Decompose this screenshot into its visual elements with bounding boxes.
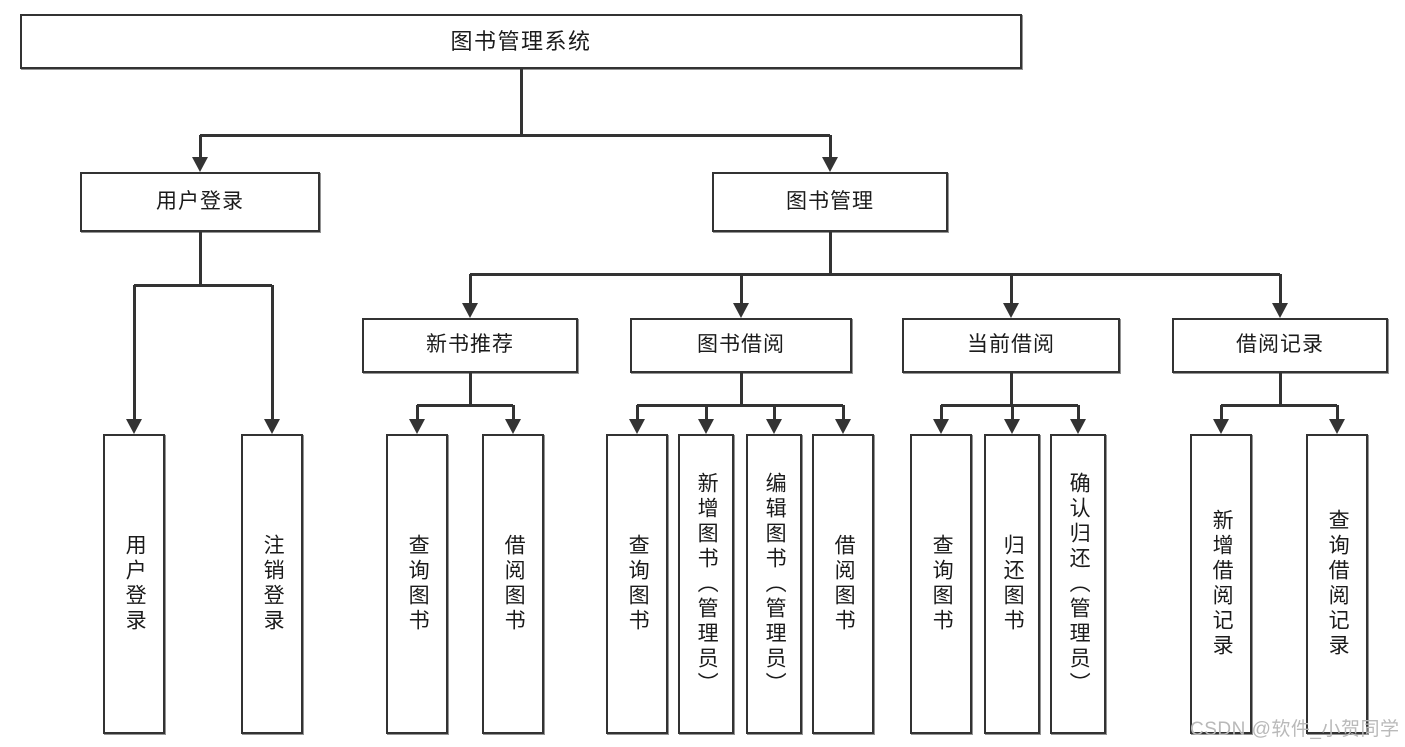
leaf-label: 新增借阅记录 xyxy=(1210,509,1234,659)
node-book-borrow[interactable]: 图书借阅 xyxy=(630,318,852,373)
leaf-query-books-current[interactable]: 查询图书 xyxy=(910,434,972,734)
leaf-label: 编辑图书（管理员） xyxy=(763,471,787,697)
connector-line xyxy=(1278,274,1282,303)
arrowhead-icon xyxy=(629,419,645,434)
connector-line xyxy=(1219,405,1223,419)
connector-line xyxy=(468,373,472,405)
connector-line xyxy=(1076,405,1080,419)
node-root-book-management-system[interactable]: 图书管理系统 xyxy=(20,14,1022,69)
arrowhead-icon xyxy=(822,157,838,172)
arrowhead-icon xyxy=(192,157,208,172)
leaf-label: 查询图书 xyxy=(930,534,954,634)
leaf-logout[interactable]: 注销登录 xyxy=(241,434,303,734)
connector-line xyxy=(1010,405,1014,419)
leaf-query-books-recommend[interactable]: 查询图书 xyxy=(386,434,448,734)
connector-line xyxy=(468,274,472,303)
arrowhead-icon xyxy=(1329,419,1345,434)
leaf-confirm-return-admin[interactable]: 确认归还（管理员） xyxy=(1050,434,1106,734)
connector-line xyxy=(1278,373,1282,405)
connector-line xyxy=(270,285,274,419)
connector-line xyxy=(739,274,743,303)
connector-line xyxy=(198,135,202,157)
arrowhead-icon xyxy=(933,419,949,434)
arrowhead-icon xyxy=(505,419,521,434)
leaf-return-books[interactable]: 归还图书 xyxy=(984,434,1040,734)
connector-line xyxy=(1009,373,1013,405)
arrowhead-icon xyxy=(1003,303,1019,318)
connector-line xyxy=(739,373,743,405)
leaf-add-book-admin[interactable]: 新增图书（管理员） xyxy=(678,434,734,734)
connector-line xyxy=(1009,274,1013,303)
leaf-label: 归还图书 xyxy=(1001,534,1025,634)
connector-line xyxy=(415,405,419,419)
leaf-query-borrow-record[interactable]: 查询借阅记录 xyxy=(1306,434,1368,734)
leaf-label: 查询图书 xyxy=(406,534,430,634)
leaf-label: 查询图书 xyxy=(626,534,650,634)
arrowhead-icon xyxy=(733,303,749,318)
connector-line xyxy=(417,403,513,407)
node-current-borrow[interactable]: 当前借阅 xyxy=(902,318,1120,373)
leaf-borrow-books[interactable]: 借阅图书 xyxy=(812,434,874,734)
arrowhead-icon xyxy=(264,419,280,434)
connector-line xyxy=(1335,405,1339,419)
connector-line xyxy=(511,405,515,419)
connector-line xyxy=(841,405,845,419)
arrowhead-icon xyxy=(766,419,782,434)
arrowhead-icon xyxy=(462,303,478,318)
leaf-label: 借阅图书 xyxy=(502,534,526,634)
node-user-login[interactable]: 用户登录 xyxy=(80,172,320,232)
connector-line xyxy=(704,405,708,419)
connector-line xyxy=(470,272,1280,276)
leaf-user-login[interactable]: 用户登录 xyxy=(103,434,165,734)
arrowhead-icon xyxy=(1213,419,1229,434)
connector-line xyxy=(772,405,776,419)
watermark-credit: CSDN @软件_小贺同学 xyxy=(1190,719,1400,740)
connector-line xyxy=(635,405,639,419)
node-book-management[interactable]: 图书管理 xyxy=(712,172,948,232)
leaf-label: 用户登录 xyxy=(123,534,147,634)
connector-line xyxy=(198,232,202,285)
connector-line xyxy=(134,283,272,287)
arrowhead-icon xyxy=(1070,419,1086,434)
arrowhead-icon xyxy=(126,419,142,434)
leaf-label: 注销登录 xyxy=(261,534,285,634)
leaf-query-books-borrow[interactable]: 查询图书 xyxy=(606,434,668,734)
connector-line xyxy=(519,69,523,135)
arrowhead-icon xyxy=(1004,419,1020,434)
connector-line xyxy=(828,232,832,274)
connector-line xyxy=(637,403,843,407)
node-borrow-records[interactable]: 借阅记录 xyxy=(1172,318,1388,373)
leaf-edit-book-admin[interactable]: 编辑图书（管理员） xyxy=(746,434,802,734)
leaf-label: 查询借阅记录 xyxy=(1326,509,1350,659)
arrowhead-icon xyxy=(698,419,714,434)
arrowhead-icon xyxy=(409,419,425,434)
connector-line xyxy=(939,405,943,419)
leaf-borrow-books-recommend[interactable]: 借阅图书 xyxy=(482,434,544,734)
arrowhead-icon xyxy=(1272,303,1288,318)
connector-line xyxy=(941,403,1078,407)
node-new-book-recommendation[interactable]: 新书推荐 xyxy=(362,318,578,373)
leaf-label: 借阅图书 xyxy=(832,534,856,634)
connector-line xyxy=(1221,403,1337,407)
leaf-add-borrow-record[interactable]: 新增借阅记录 xyxy=(1190,434,1252,734)
connector-line xyxy=(828,135,832,157)
connector-line xyxy=(200,133,830,137)
leaf-label: 确认归还（管理员） xyxy=(1067,471,1091,697)
arrowhead-icon xyxy=(835,419,851,434)
leaf-label: 新增图书（管理员） xyxy=(695,471,719,697)
connector-line xyxy=(132,285,136,419)
